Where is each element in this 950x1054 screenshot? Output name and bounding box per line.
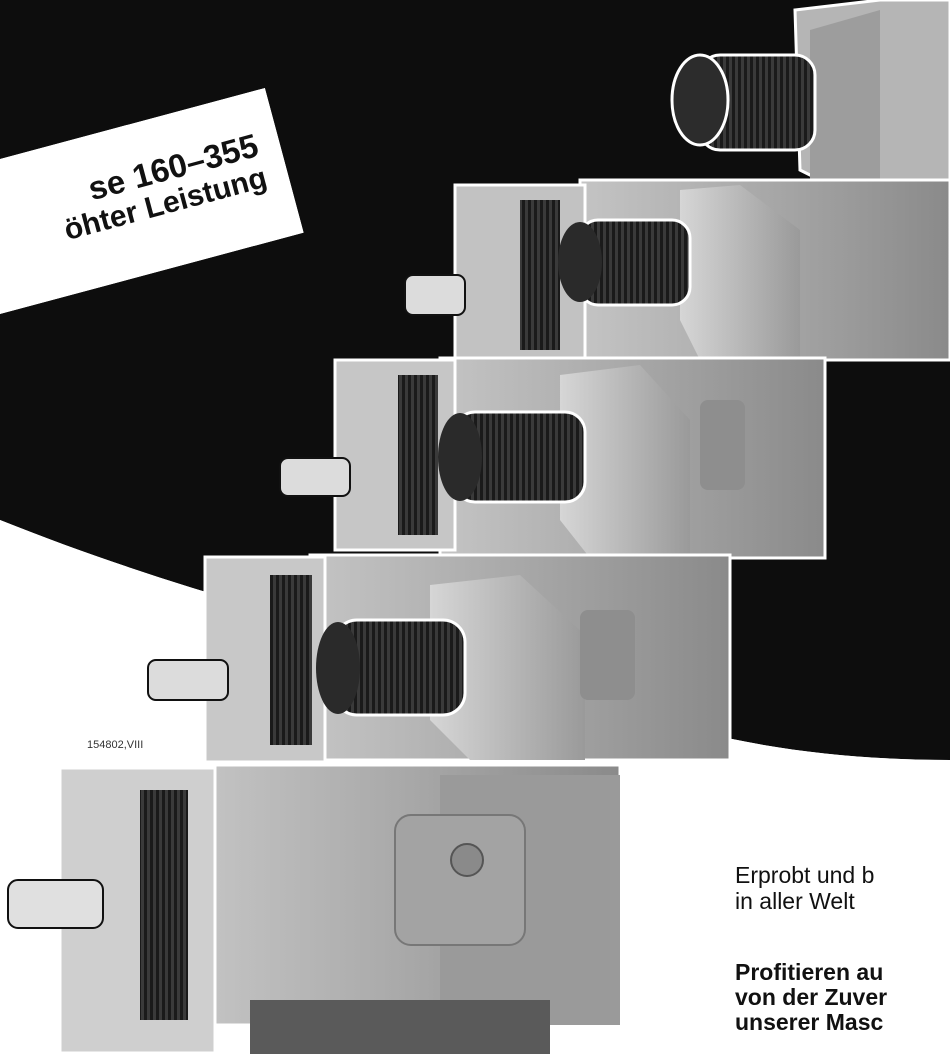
banner-background — [0, 87, 304, 319]
subheadline: Profitieren au von der Zuver unserer Mas… — [735, 960, 887, 1035]
headline: Erprobt und b in aller Welt — [735, 862, 874, 914]
photo-caption: 154802,VIII — [87, 739, 144, 751]
subheadline-line-3: unserer Masc — [735, 1009, 884, 1035]
motor-unit-1 — [404, 178, 950, 367]
subheadline-line-2: von der Zuver — [735, 984, 888, 1010]
headline-line-1: Erprobt und b — [735, 862, 875, 888]
motor-unit-2 — [279, 356, 827, 560]
motor-unit-4 — [7, 763, 622, 1054]
headline-line-2: in aller Welt — [735, 888, 855, 914]
motor-unit-top — [670, 0, 950, 202]
subheadline-line-1: Profitieren au — [735, 959, 884, 985]
series-banner: se 160–355 öhter Leistung — [0, 87, 304, 319]
motor-unit-3 — [147, 553, 732, 764]
